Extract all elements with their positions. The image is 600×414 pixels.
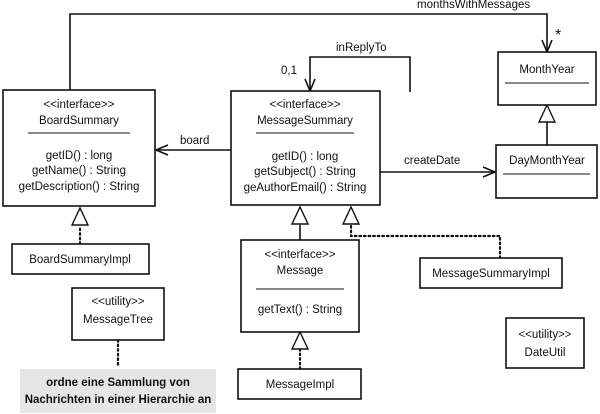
in-reply-to-line <box>309 56 411 92</box>
message-impl-name: MessageImpl <box>266 379 334 391</box>
board-summary-class: <<interface>> BoardSummary getID() : lon… <box>2 89 156 207</box>
in-reply-to-multiplicity: 0,1 <box>281 65 297 77</box>
board-summary-impl-name: BoardSummaryImpl <box>29 254 131 266</box>
message-tree-note: ordne eine Sammlung von Nachrichten in e… <box>20 369 216 413</box>
message-tree-name: MessageTree <box>83 314 153 326</box>
message-summary-op: getSubject() : String <box>254 166 356 178</box>
create-date-label: createDate <box>404 155 460 167</box>
months-with-messages-label: monthsWithMessages <box>417 0 530 11</box>
day-month-year-name: DayMonthYear <box>509 155 585 167</box>
message-op: getText() : String <box>258 304 342 316</box>
create-date-arrowhead <box>482 166 498 178</box>
message-tree-class: <<utility>> MessageTree <box>71 287 165 341</box>
date-util-stereotype: <<utility>> <box>518 329 571 341</box>
board-summary-op: getName() : String <box>32 165 126 177</box>
message-summary-class: <<interface>> MessageSummary getID() : l… <box>230 90 381 206</box>
month-year-name: MonthYear <box>519 64 574 76</box>
message-summary-impl-triangle <box>341 205 361 225</box>
message-summary-op: geAuthorEmail() : String <box>244 182 367 194</box>
in-reply-to-label: inReplyTo <box>336 42 387 54</box>
board-summary-impl-class: BoardSummaryImpl <box>11 243 150 275</box>
message-stereotype: <<interface>> <box>265 249 336 261</box>
board-summary-op: getDescription() : String <box>19 181 140 193</box>
message-class: <<interface>> Message getText() : String <box>240 239 360 333</box>
note-line-1: ordne eine Sammlung von <box>46 377 190 389</box>
date-util-name: DateUtil <box>525 347 566 359</box>
months-multiplicity-label: * <box>555 27 561 44</box>
message-summary-stereotype: <<interface>> <box>270 99 341 111</box>
message-realization-triangle <box>290 330 310 350</box>
message-summary-impl-name: MessageSummaryImpl <box>432 268 550 280</box>
message-tree-stereotype: <<utility>> <box>91 296 144 308</box>
message-summary-name: MessageSummary <box>257 115 353 127</box>
month-year-class: MonthYear <box>497 51 597 106</box>
message-summary-generalization-triangle <box>290 205 310 225</box>
board-summary-realization-triangle <box>70 206 90 226</box>
message-impl-class: MessageImpl <box>237 368 362 400</box>
date-util-class: <<utility>> DateUtil <box>505 317 585 369</box>
message-summary-impl-class: MessageSummaryImpl <box>419 257 563 289</box>
board-label: board <box>180 135 209 147</box>
months-with-messages-line <box>69 13 548 90</box>
message-summary-op: getID() : long <box>272 151 338 163</box>
monthyear-generalization-triangle <box>537 103 557 123</box>
message-name: Message <box>277 265 324 277</box>
board-summary-stereotype: <<interface>> <box>44 99 115 111</box>
note-line-2: Nachrichten in einer Hierarchie an <box>25 394 212 406</box>
board-arrowhead <box>153 144 169 156</box>
board-summary-op: getID() : long <box>46 150 112 162</box>
day-month-year-class: DayMonthYear <box>495 144 598 199</box>
message-summary-impl-realization-line <box>349 223 502 260</box>
board-summary-name: BoardSummary <box>39 115 119 127</box>
